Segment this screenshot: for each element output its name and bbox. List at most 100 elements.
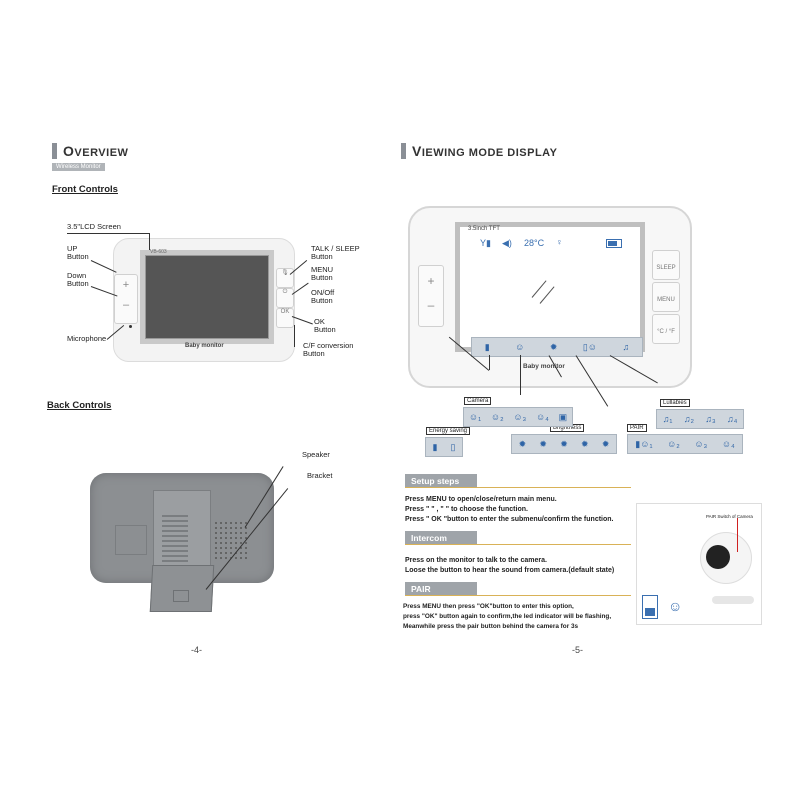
pair-2-icon[interactable]: ☺₂: [667, 439, 680, 449]
menu-button-label: Button: [311, 273, 333, 282]
camera-2-icon[interactable]: ☺₂: [490, 412, 504, 422]
wireless-monitor-badge: Wireless Monitor: [52, 163, 105, 171]
brightness-options-row: ✹ ✹ ✹ ✹ ✹: [511, 434, 617, 454]
energy-saving-tag: Energy saving: [426, 427, 471, 435]
camera-1-icon[interactable]: ☺₁: [468, 412, 482, 422]
overview-title: Overview: [63, 143, 129, 159]
battery-cover: [115, 525, 147, 555]
pair-line-3: Meanwhile press the pair button behind t…: [403, 623, 579, 630]
pair-banner: PAIR: [405, 582, 477, 596]
pair-tag: PAIR: [627, 424, 647, 432]
plus-icon: +: [427, 274, 435, 288]
sleep-button[interactable]: SLEEP: [652, 250, 680, 280]
display-device-brand: Baby monitor: [523, 363, 565, 370]
brightness-4-icon[interactable]: ✹: [581, 438, 589, 449]
camera-icon: ☺: [515, 342, 525, 352]
lullaby-2-icon[interactable]: ♫₂: [683, 414, 694, 424]
energy-options-row: ▮▯: [425, 437, 463, 457]
camera-options-row: ☺₁ ☺₂ ☺₃ ☺₄ ▣: [463, 407, 573, 427]
camera-3-icon[interactable]: ☺₃: [513, 412, 527, 422]
talk-sleep-button[interactable]: 🎙: [276, 268, 294, 288]
energy-saving-icon: ▮: [484, 341, 490, 352]
viewing-mode-header: Viewing Mode Display: [401, 143, 557, 159]
speaker-grille: [213, 520, 247, 560]
ok-button-label: Button: [314, 325, 336, 334]
brightness-3-icon[interactable]: ✹: [560, 438, 568, 449]
onoff-label: ON/Off: [311, 288, 335, 297]
divider: [405, 595, 631, 596]
up-button-label: Button: [67, 252, 89, 261]
camera-base: [712, 596, 754, 604]
brightness-2-icon[interactable]: ✹: [539, 438, 547, 449]
speaker-label: Speaker: [302, 450, 330, 459]
setup-steps-banner: Setup steps: [405, 474, 477, 488]
cf-button-label: °C / °F: [657, 329, 675, 335]
pair-line-1: Press MENU then press "OK"button to ente…: [403, 603, 574, 610]
lullabies-tag: Lullabies: [660, 399, 690, 407]
back-controls-heading: Back Controls: [47, 400, 112, 411]
menu-onoff-button[interactable]: ⏻: [276, 288, 294, 308]
page-number-left: -4-: [191, 645, 202, 655]
lcd-screen-label: 3.5"LCD Screen: [67, 222, 121, 231]
section-bar: [401, 143, 406, 159]
setup-line-1: Press MENU to open/close/return main men…: [405, 496, 557, 503]
cf-label: C/F conversion: [303, 341, 354, 350]
ok-cf-button[interactable]: OK: [276, 308, 294, 328]
setup-line-2: Press " " , " " to choose the function.: [405, 506, 528, 513]
pair-line-2: press "OK" button again to confirm,the l…: [403, 613, 612, 620]
energy-off-icon[interactable]: ▯: [450, 441, 456, 452]
cf-button-label: Button: [303, 349, 325, 358]
lullabies-icon: ♫: [622, 342, 630, 352]
divider: [405, 487, 631, 488]
pair-text: Press MENU then press "OK"button to ente…: [403, 602, 638, 632]
energy-on-icon[interactable]: ▮: [432, 441, 438, 452]
pair-1-icon[interactable]: ▮☺₁: [635, 438, 653, 449]
lullaby-1-icon[interactable]: ♫₁: [662, 414, 673, 424]
light-icon: ♀: [556, 237, 563, 247]
intercom-banner: Intercom: [405, 531, 477, 545]
camera-caption: PAIR Switch of Camera: [706, 514, 753, 519]
intercom-line-1: Press on the monitor to talk to the came…: [405, 557, 547, 564]
menu-button[interactable]: MENU: [652, 282, 680, 312]
mic-icon: 🎙: [281, 270, 289, 276]
divider: [405, 544, 631, 545]
front-controls-heading: Front Controls: [52, 184, 118, 195]
tft-label: 3.5inch TFT: [468, 226, 500, 232]
temperature-readout: 28°C: [524, 238, 545, 248]
screen-menu-bar: ▮ ☺ ✹ ▯☺ ♫: [471, 337, 643, 357]
up-down-buttons[interactable]: + –: [418, 265, 444, 327]
ok-icon: OK: [280, 309, 290, 315]
cf-button[interactable]: °C / °F: [652, 314, 680, 344]
pair-pointer-line: [737, 518, 738, 552]
volume-icon: ◀): [502, 238, 512, 248]
bracket-label: Bracket: [307, 471, 333, 480]
setup-line-3: Press " OK "button to enter the submenu/…: [405, 516, 614, 523]
power-icon: ⏻: [282, 289, 288, 295]
lullaby-4-icon[interactable]: ♫₄: [726, 414, 738, 424]
camera-4-icon[interactable]: ☺₄: [535, 412, 549, 422]
ok-label: OK: [314, 317, 325, 326]
setup-steps-text: Press MENU to open/close/return main men…: [405, 495, 637, 525]
quad-view-icon[interactable]: ▣: [558, 411, 568, 422]
pair-3-icon[interactable]: ☺₃: [694, 439, 708, 449]
camera-pair-icon: ☺: [668, 598, 683, 614]
battery-icon: [606, 239, 622, 248]
lcd-screen: [140, 250, 274, 344]
minus-icon: –: [427, 298, 435, 312]
brightness-1-icon[interactable]: ✹: [518, 438, 527, 449]
menu-button-label: MENU: [657, 297, 675, 303]
menu-label: MENU: [311, 265, 334, 274]
microphone-label: Microphone: [67, 334, 107, 343]
camera-lens: [706, 545, 730, 569]
intercom-line-2: Loose the button to hear the sound from …: [405, 567, 615, 574]
talk-sleep-label: TALK / SLEEP: [311, 244, 360, 253]
up-down-button-panel[interactable]: + –: [114, 274, 138, 324]
onoff-button-label: Button: [311, 296, 333, 305]
intercom-text: Press on the monitor to talk to the came…: [405, 556, 637, 576]
device-model: VB-603: [150, 249, 167, 255]
viewing-mode-title: Viewing Mode Display: [412, 143, 558, 159]
brightness-5-icon[interactable]: ✹: [601, 438, 610, 449]
pair-4-icon[interactable]: ☺₄: [721, 439, 735, 449]
lullaby-3-icon[interactable]: ♫₃: [705, 414, 716, 424]
overview-header: Overview: [52, 143, 128, 159]
